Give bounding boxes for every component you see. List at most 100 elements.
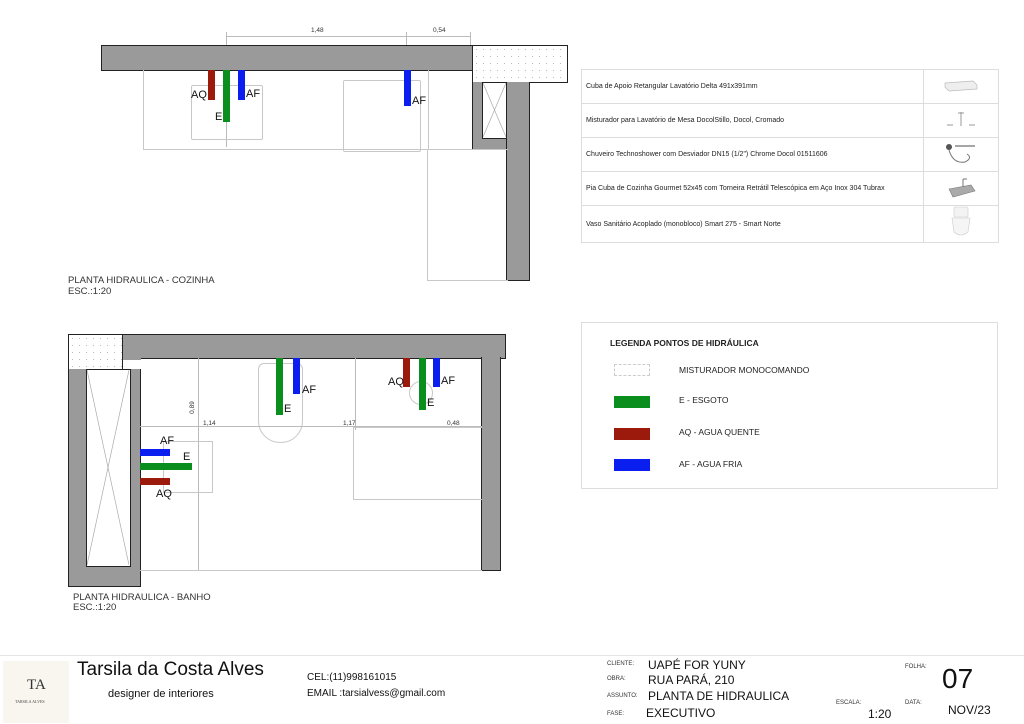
dimension-line bbox=[226, 36, 470, 37]
table-row: Chuveiro Technoshower com Desviador DN15… bbox=[581, 137, 999, 172]
legend-label: AQ - AGUA QUENTE bbox=[679, 427, 760, 437]
cold-water-pipe bbox=[140, 449, 170, 456]
faucet-mixer-icon bbox=[923, 103, 999, 138]
product-name: Chuveiro Technoshower com Desviador DN15… bbox=[581, 137, 924, 172]
designer-name: Tarsila da Costa Alves bbox=[77, 659, 264, 680]
table-row: Pia Cuba de Cozinha Gourmet 52x45 com To… bbox=[581, 171, 999, 206]
legend-title: LEGENDA PONTOS DE HIDRÁULICA bbox=[610, 338, 759, 348]
logo-monogram: TA bbox=[27, 677, 46, 693]
cliente-value: UAPÉ FOR YUNY bbox=[648, 658, 746, 672]
dimension-label: 1,14 bbox=[203, 420, 216, 427]
counter-edge bbox=[198, 358, 199, 570]
footer-divider bbox=[0, 655, 1024, 656]
cooktop-outline bbox=[343, 80, 421, 152]
shower-icon bbox=[923, 137, 999, 172]
dimension-label: 1,17 bbox=[343, 420, 356, 427]
sewage-pipe bbox=[140, 463, 192, 470]
legend-label: AF - AGUA FRIA bbox=[679, 459, 743, 469]
product-name: Pia Cuba de Cozinha Gourmet 52x45 com To… bbox=[581, 171, 924, 206]
phone: CEL:(11)998161015 bbox=[307, 672, 397, 683]
cold-water-pipe bbox=[238, 70, 245, 100]
data-label: DATA: bbox=[905, 700, 922, 706]
point-label-aq: AQ bbox=[191, 89, 207, 101]
sewage-pipe bbox=[223, 70, 230, 122]
table-row: Cuba de Apoio Retangular Lavatório Delta… bbox=[581, 69, 999, 104]
column-hatch bbox=[68, 334, 123, 370]
email: EMAIL :tarsialvess@gmail.com bbox=[307, 688, 446, 699]
toilet-icon bbox=[923, 205, 999, 243]
column-hatch bbox=[472, 45, 568, 83]
point-label-aq: AQ bbox=[388, 376, 404, 388]
point-label-e: E bbox=[215, 111, 223, 123]
logo-text: TARSILA ALVES bbox=[15, 699, 45, 704]
data-value: NOV/23 bbox=[948, 703, 991, 717]
counter-outline bbox=[427, 149, 508, 281]
product-name: Vaso Sanitário Acoplado (monobloco) Smar… bbox=[581, 205, 924, 243]
dimension-label: 1,48 bbox=[311, 27, 324, 34]
cold-water-pipe bbox=[433, 358, 440, 387]
kitchen-sink-icon bbox=[923, 171, 999, 206]
shower-area bbox=[353, 427, 482, 500]
legend-swatch-mixer bbox=[614, 364, 650, 376]
table-row: Misturador para Lavatório de Mesa DocolS… bbox=[581, 103, 999, 138]
point-label-af: AF bbox=[441, 375, 456, 387]
logo: TA TARSILA ALVES bbox=[3, 661, 69, 723]
dimension-label: 0,54 bbox=[433, 27, 446, 34]
cliente-label: CLIENTE: bbox=[607, 661, 635, 667]
point-label-e: E bbox=[284, 403, 292, 415]
wall bbox=[481, 357, 501, 571]
dimension-label: 0,89 bbox=[188, 401, 196, 414]
escala-label: ESCALA: bbox=[836, 700, 862, 706]
wall bbox=[506, 82, 530, 281]
product-table: Cuba de Apoio Retangular Lavatório Delta… bbox=[581, 69, 999, 243]
partition bbox=[355, 358, 356, 430]
plan-scale: ESC.:1:20 bbox=[68, 286, 112, 297]
escala-value: 1:20 bbox=[868, 707, 892, 721]
point-label-af: AF bbox=[160, 435, 175, 447]
hot-water-pipe bbox=[140, 478, 170, 485]
legend-swatch-agua-fria bbox=[614, 459, 650, 471]
designer-role: designer de interiores bbox=[108, 688, 214, 700]
sewage-pipe bbox=[419, 358, 426, 410]
point-label-af: AF bbox=[246, 88, 261, 100]
dimension-label: 0,48 bbox=[447, 420, 460, 427]
folha-label: FOLHA: bbox=[905, 664, 927, 670]
folha-value: 07 bbox=[942, 663, 974, 694]
wall bbox=[101, 45, 473, 71]
shaft-box bbox=[482, 82, 508, 139]
fase-value: EXECUTIVO bbox=[646, 706, 716, 720]
obra-label: OBRA: bbox=[607, 676, 626, 682]
dimension-tick bbox=[470, 32, 471, 46]
point-label-aq: AQ bbox=[156, 488, 172, 500]
plan-title: PLANTA HIDRAULICA - COZINHA bbox=[68, 275, 215, 286]
legend-label: E - ESGOTO bbox=[679, 395, 729, 405]
plan-title: PLANTA HIDRAULICA - BANHO bbox=[73, 592, 211, 603]
dimension-line bbox=[140, 426, 482, 427]
room-outline bbox=[140, 357, 482, 571]
point-label-e: E bbox=[427, 397, 435, 409]
hot-water-pipe bbox=[403, 358, 410, 387]
point-label-af: AF bbox=[412, 95, 427, 107]
legend-swatch-esgoto bbox=[614, 396, 650, 408]
table-row: Vaso Sanitário Acoplado (monobloco) Smar… bbox=[581, 205, 999, 243]
sewage-pipe bbox=[276, 358, 283, 415]
legend-label: MISTURADOR MONOCOMANDO bbox=[679, 365, 810, 375]
cold-water-pipe bbox=[293, 358, 300, 394]
counter-outline bbox=[143, 70, 429, 150]
wall bbox=[123, 357, 141, 360]
product-name: Cuba de Apoio Retangular Lavatório Delta… bbox=[581, 69, 924, 104]
product-name: Misturador para Lavatório de Mesa DocolS… bbox=[581, 103, 924, 138]
shaft-box bbox=[86, 369, 131, 567]
sink-basin-icon bbox=[923, 69, 999, 104]
point-label-e: E bbox=[183, 451, 191, 463]
point-label-af: AF bbox=[302, 384, 317, 396]
fase-label: FASE: bbox=[607, 711, 625, 717]
hot-water-pipe bbox=[208, 70, 215, 100]
legend-swatch-agua-quente bbox=[614, 428, 650, 440]
plan-scale: ESC.:1:20 bbox=[73, 602, 117, 613]
obra-value: RUA PARÁ, 210 bbox=[648, 673, 735, 687]
cold-water-pipe bbox=[404, 70, 411, 106]
legend-panel: LEGENDA PONTOS DE HIDRÁULICA MISTURADOR … bbox=[581, 322, 998, 489]
assunto-value: PLANTA DE HIDRAULICA bbox=[648, 689, 790, 703]
wall bbox=[122, 334, 506, 359]
